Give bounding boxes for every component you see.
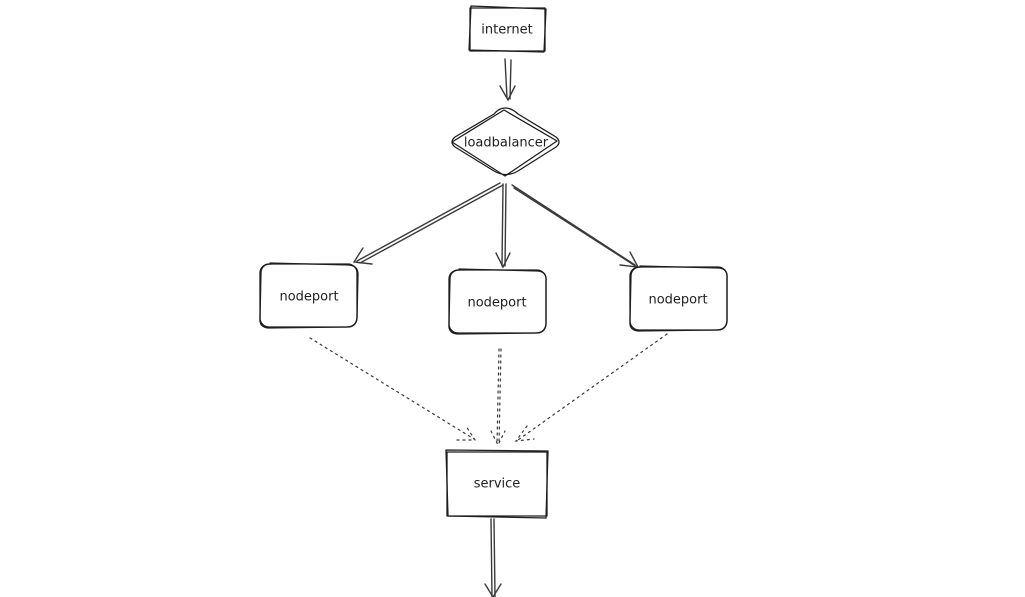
nodeport-right-label: nodeport <box>648 293 707 308</box>
nodeport-left-box-sketch <box>259 262 359 329</box>
nodeport-center-box-sketch <box>448 268 547 335</box>
internet-node[interactable]: internet <box>468 5 547 53</box>
nodeport-right-node[interactable]: nodeport <box>629 265 728 332</box>
nodeport-center-label: nodeport <box>467 296 526 311</box>
loadbalancer-diamond <box>451 107 560 176</box>
edge-nodeport-right-service <box>514 333 668 442</box>
edge-nodeport-center-service <box>490 348 506 447</box>
edge-nodeport-left-service <box>309 337 477 441</box>
edge-loadbalancer-nodeport-right <box>511 184 640 268</box>
service-node[interactable]: service <box>445 449 549 519</box>
loadbalancer-diamond-sketch <box>451 109 558 177</box>
service-box-sketch <box>445 449 549 519</box>
nodeport-center-node[interactable]: nodeport <box>448 268 547 335</box>
nodeport-right-box-sketch <box>629 265 728 332</box>
loadbalancer-node[interactable]: loadbalancer <box>451 107 560 177</box>
nodeport-left-node[interactable]: nodeport <box>259 262 359 329</box>
internet-label: internet <box>481 23 532 38</box>
edge-loadbalancer-nodeport-center <box>495 183 511 269</box>
edge-service-down <box>484 518 502 597</box>
nodeport-left-label: nodeport <box>279 290 338 305</box>
edge-loadbalancer-nodeport-left <box>352 182 504 265</box>
edge-internet-loadbalancer <box>499 58 516 102</box>
service-label: service <box>474 477 521 492</box>
loadbalancer-label: loadbalancer <box>464 136 549 151</box>
internet-box-sketch <box>468 5 547 53</box>
